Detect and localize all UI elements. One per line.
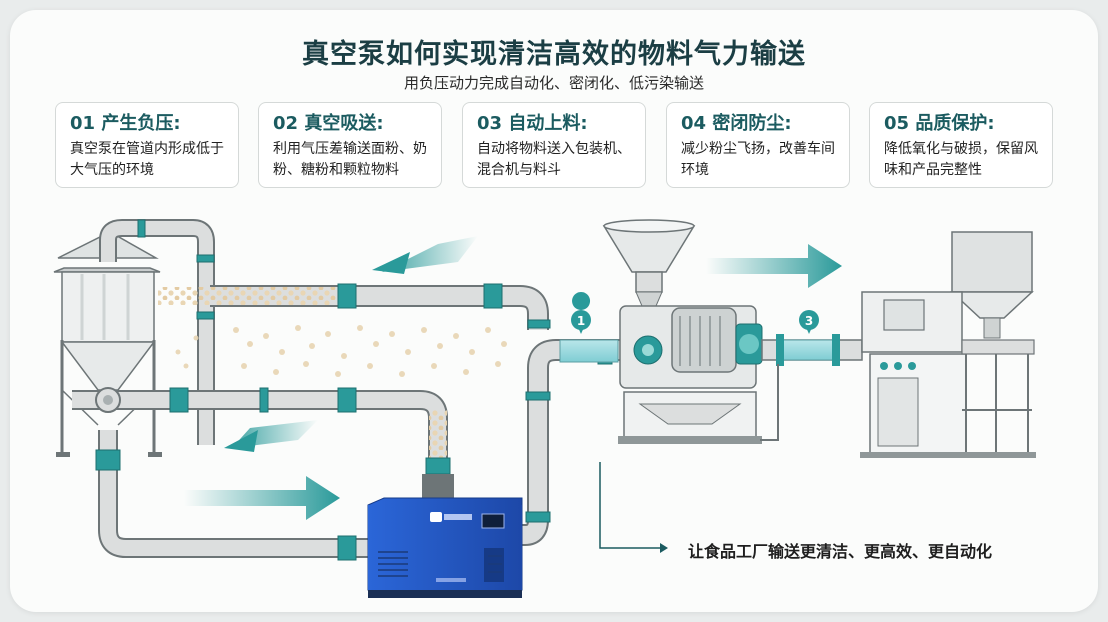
step-card-4: 04 密闭防尘: 减少粉尘飞扬，改善车间环境 bbox=[666, 102, 850, 188]
arrow-left-icon bbox=[372, 252, 410, 274]
sight-glass bbox=[559, 339, 619, 363]
step-card-2: 02 真空吸送: 利用气压差输送面粉、奶粉、糖粉和颗粒物料 bbox=[258, 102, 442, 188]
arrow-left-icon bbox=[224, 430, 258, 452]
valve-icon bbox=[103, 395, 113, 405]
step-card-3: 03 自动上料: 自动将物料送入包装机、混合机与料斗 bbox=[462, 102, 646, 188]
page-title: 真空泵如何实现清洁高效的物料气力输送 bbox=[302, 39, 806, 70]
powder-flow bbox=[158, 287, 336, 305]
step-title: 05 品质保护: bbox=[884, 113, 995, 134]
cyclone-separator bbox=[53, 231, 162, 457]
packaging-machine bbox=[860, 231, 1036, 458]
step-title: 02 真空吸送: bbox=[273, 113, 384, 134]
step-text: 利用气压差输送面粉、奶粉、糖粉和颗粒物料 bbox=[273, 141, 427, 178]
step-title: 01 产生负压: bbox=[70, 113, 181, 134]
step-text: 降低氧化与破损，保留风味和产品完整性 bbox=[884, 141, 1038, 178]
marker-label: 1 bbox=[577, 314, 585, 328]
arrow-right-icon bbox=[706, 244, 842, 288]
marker-label: 3 bbox=[805, 314, 813, 328]
vacuum-pump-unit bbox=[367, 474, 523, 598]
step-text: 自动将物料送入包装机、混合机与料斗 bbox=[477, 141, 631, 178]
mill-machine bbox=[602, 219, 763, 444]
step-text: 真空泵在管道内形成低于大气压的环境 bbox=[70, 141, 224, 178]
step-text: 减少粉尘飞扬，改善车间环境 bbox=[681, 141, 835, 178]
pipe-couplings bbox=[95, 219, 613, 561]
page-subtitle: 用负压动力完成自动化、密闭化、低污染输送 bbox=[403, 74, 704, 92]
powder-particles bbox=[175, 325, 507, 377]
step-title: 03 自动上料: bbox=[477, 113, 588, 134]
arrow-right-icon bbox=[184, 476, 340, 520]
caption-text: 让食品工厂输送更清洁、更高效、更自动化 bbox=[688, 542, 993, 561]
arrow-right-icon bbox=[660, 543, 668, 553]
step-marker-1: 1 bbox=[571, 292, 591, 334]
step-card-1: 01 产生负压: 真空泵在管道内形成低于大气压的环境 bbox=[55, 102, 239, 188]
step-card-5: 05 品质保护: 降低氧化与破损，保留风味和产品完整性 bbox=[869, 102, 1053, 188]
outlet-pipe bbox=[760, 334, 863, 441]
step-marker-3: 3 bbox=[799, 310, 819, 334]
airflow-arrows bbox=[184, 236, 842, 520]
caption-connector bbox=[599, 462, 662, 549]
step-title: 04 密闭防尘: bbox=[681, 113, 792, 134]
powder-flow bbox=[429, 410, 447, 468]
